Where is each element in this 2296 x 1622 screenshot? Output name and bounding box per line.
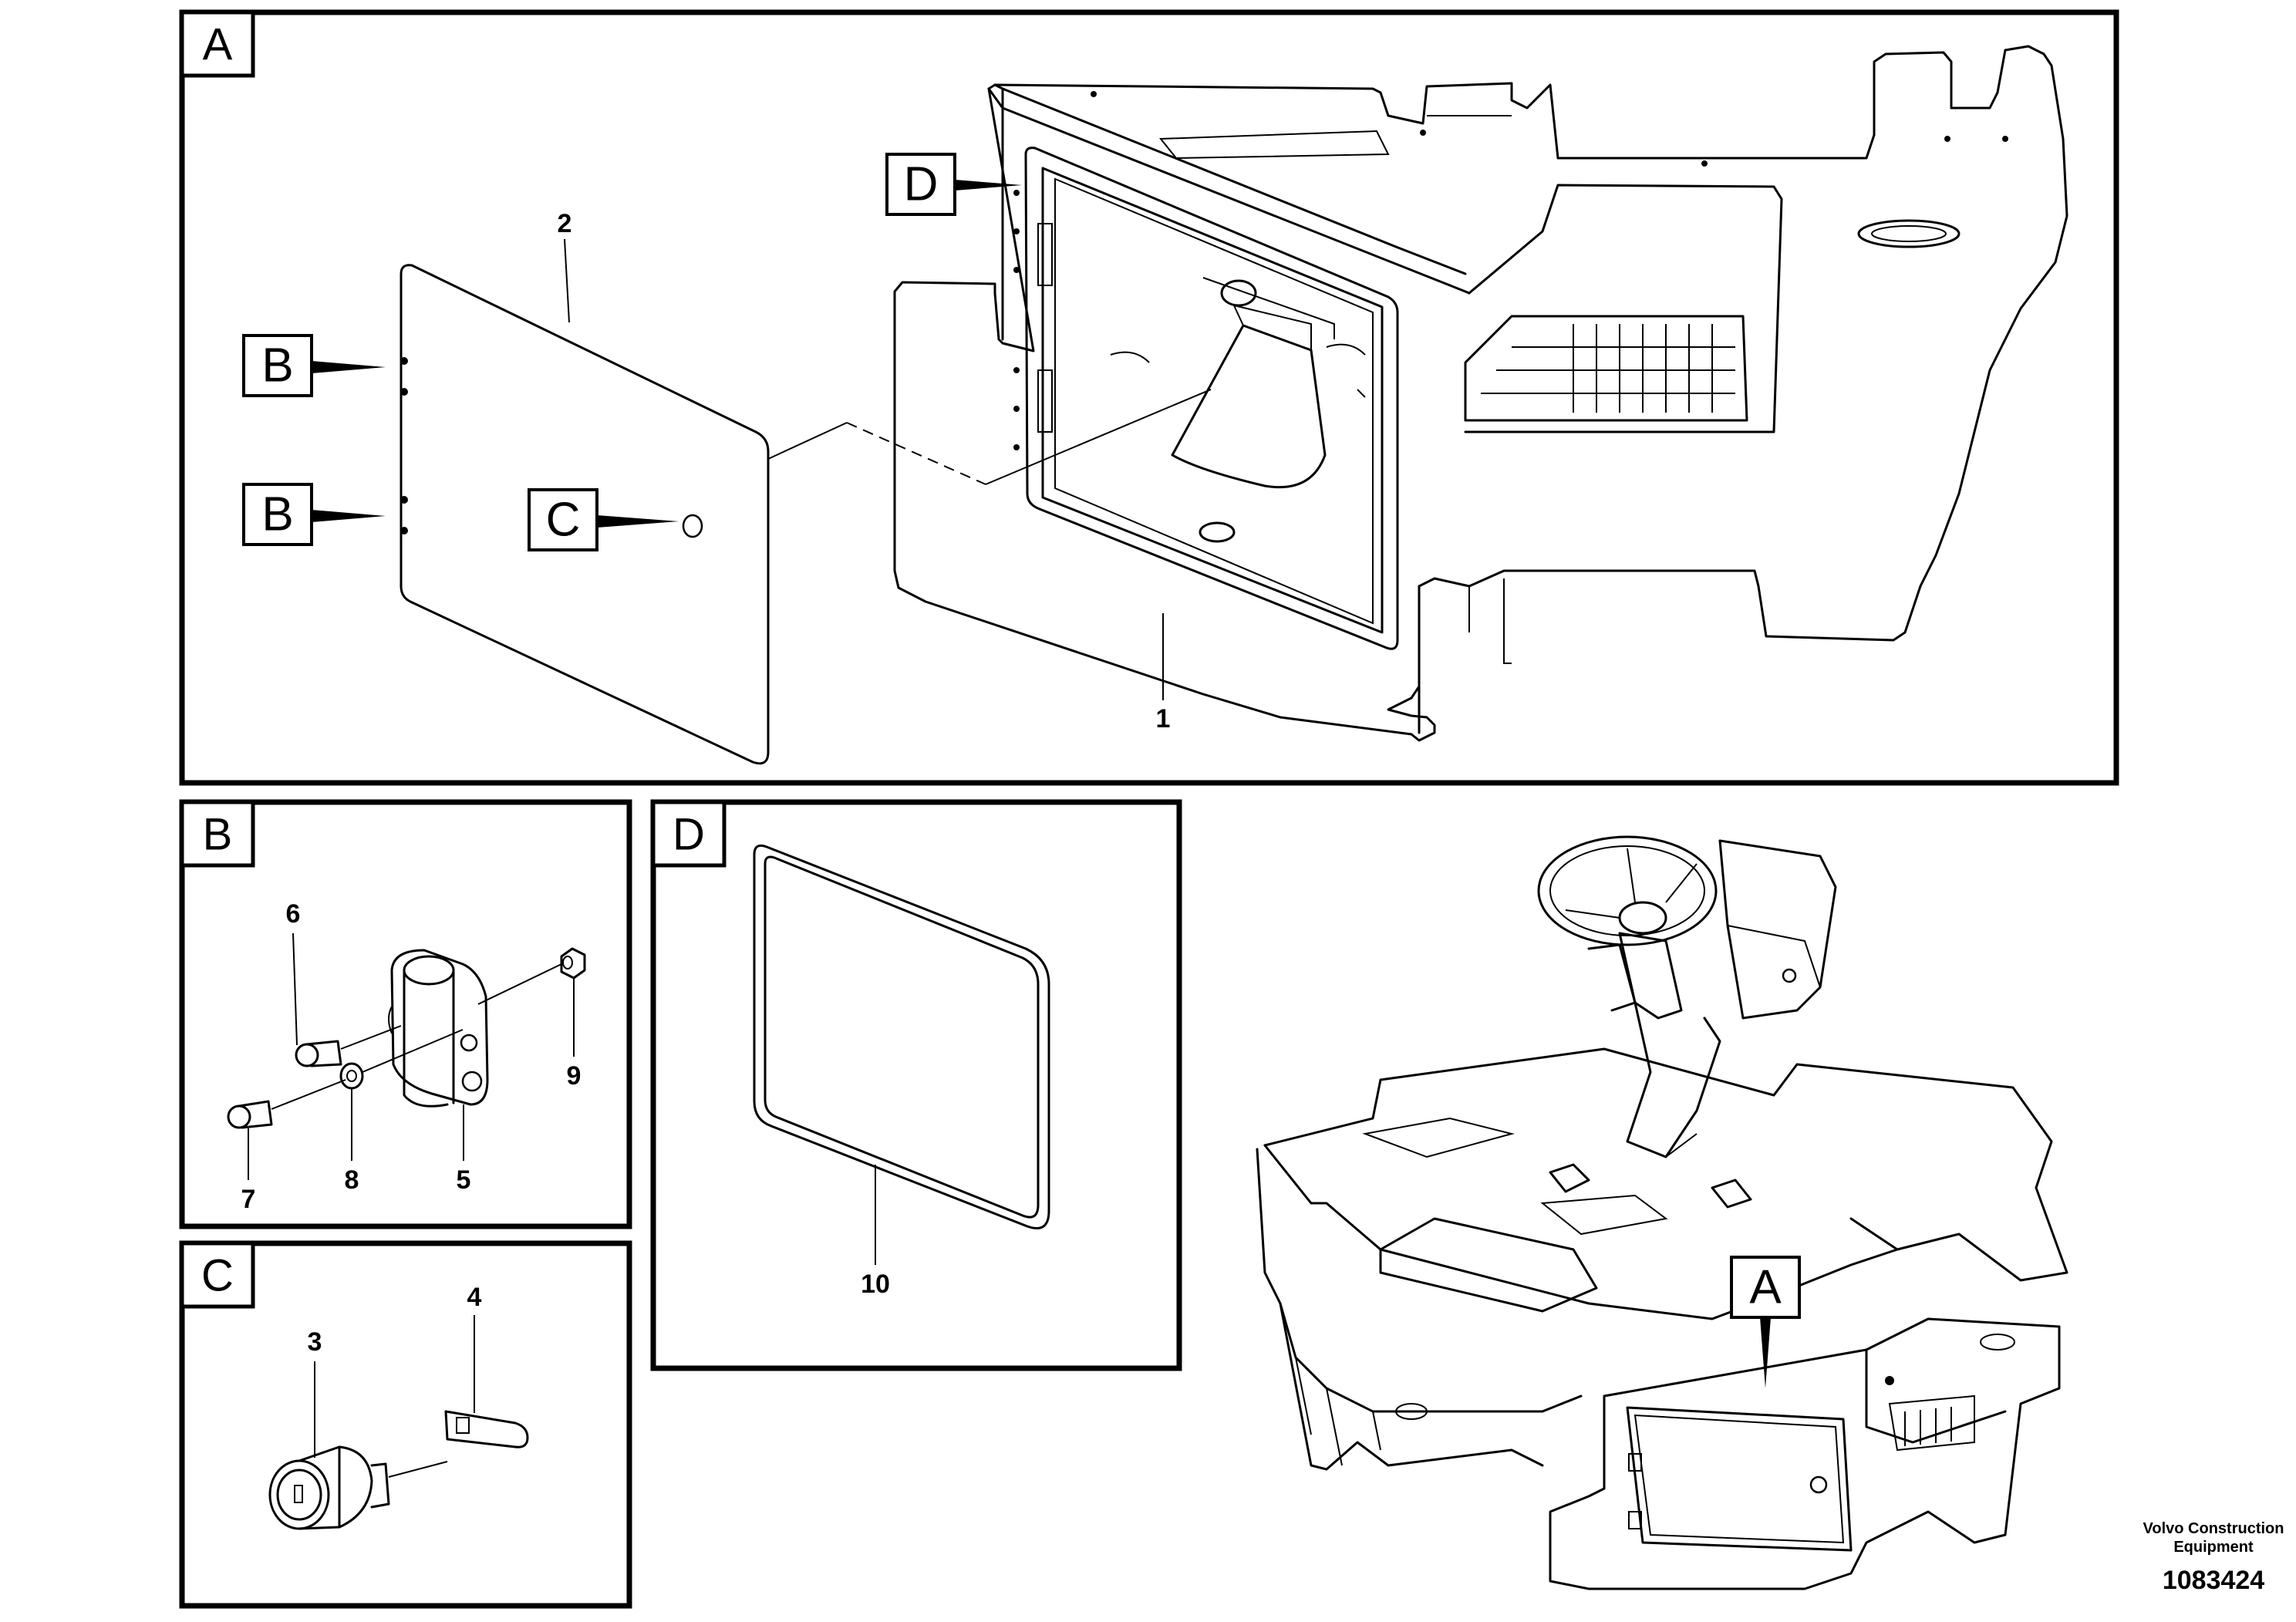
part-number-6: 6 — [286, 899, 301, 929]
part-number-3: 3 — [308, 1327, 322, 1357]
nut-9 — [477, 947, 586, 1005]
cover-plate — [400, 264, 770, 765]
panel-b-label: B — [203, 810, 233, 860]
part-number-4: 4 — [467, 1283, 482, 1312]
part-number-8: 8 — [345, 1165, 359, 1195]
part-number-9: 9 — [567, 1061, 582, 1091]
callout-a-overview: A — [1730, 1256, 1801, 1388]
panel-d-label: D — [673, 810, 705, 860]
lock-cylinder — [268, 1445, 448, 1530]
lock-cam — [444, 1410, 529, 1448]
svg-text:D: D — [904, 158, 939, 211]
callout-c: C — [528, 488, 679, 551]
part-number-7: 7 — [241, 1185, 256, 1214]
panel-d: D 10 — [650, 799, 1182, 1371]
footer-company-line1: Volvo Construction — [2143, 1520, 2284, 1537]
callout-b-upper: B — [242, 334, 386, 397]
panel-c-label: C — [201, 1251, 234, 1301]
footer-credit: Volvo Construction Equipment 1083424 — [2143, 1520, 2284, 1595]
svg-text:A: A — [1749, 1261, 1782, 1314]
machine-overview — [1256, 835, 2068, 1590]
callout-d: D — [885, 153, 1022, 216]
part-number-2: 2 — [558, 209, 572, 238]
bolt-6 — [295, 1025, 402, 1067]
callout-b-lower: B — [242, 483, 386, 546]
drawing-id: 1083424 — [2163, 1566, 2264, 1595]
seal-gasket — [753, 844, 1050, 1229]
panel-c: C 3 4 — [179, 1240, 632, 1609]
washer-8 — [339, 1029, 464, 1090]
part-number-10: 10 — [861, 1270, 890, 1299]
panel-a: A 2 B B C — [179, 9, 2119, 786]
bolt-7 — [227, 1079, 346, 1129]
part-number-1: 1 — [1156, 704, 1171, 733]
footer-company-line2: Equipment — [2173, 1539, 2254, 1556]
panel-a-label: A — [203, 20, 233, 70]
panel-b: B 6 7 — [179, 799, 632, 1229]
part-number-5: 5 — [457, 1165, 471, 1195]
toolbox-housing — [893, 45, 2068, 742]
svg-text:C: C — [546, 494, 581, 547]
svg-text:B: B — [261, 488, 293, 541]
svg-text:B: B — [261, 339, 293, 393]
hinge-body — [388, 949, 489, 1108]
